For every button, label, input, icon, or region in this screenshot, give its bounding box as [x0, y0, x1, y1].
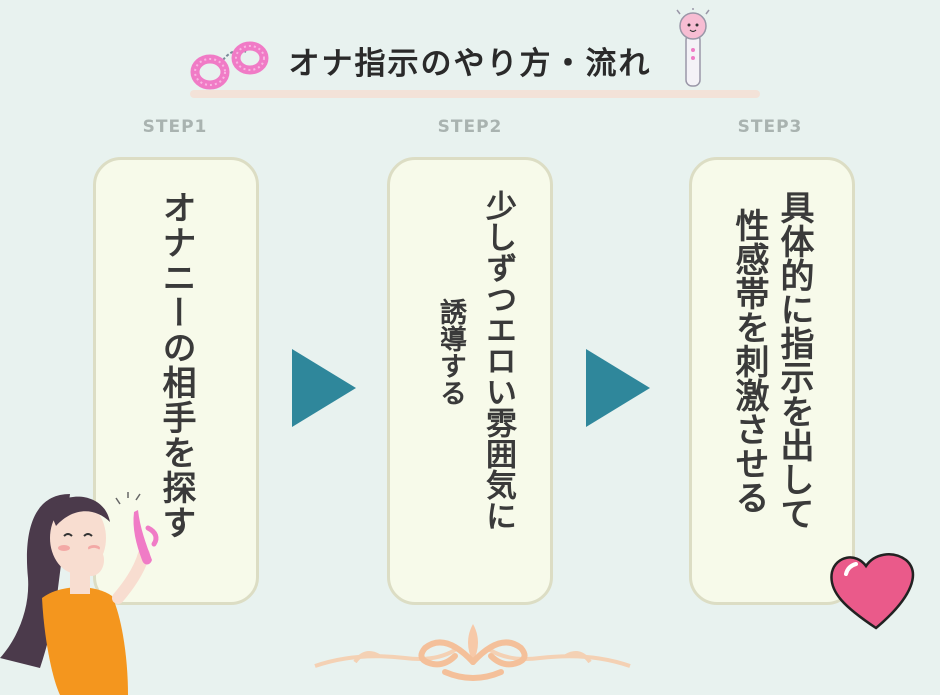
step-3-text-line-2: 性感帯を刺激させる — [729, 208, 769, 514]
vibrator-wand-icon — [676, 8, 710, 87]
arrow-right-icon — [292, 349, 356, 427]
step-2-card: 少しずつエロい雰囲気に 誘導する — [387, 157, 553, 605]
title-underline — [190, 90, 760, 98]
step-3-label: STEP3 — [737, 117, 803, 137]
step-3-text-line-1: 具体的に指示を出して — [774, 190, 814, 530]
step-1-text: オナニーの相手を探す — [156, 190, 196, 540]
handcuffs-icon — [190, 41, 269, 90]
step-3-card: 具体的に指示を出して 性感帯を刺激させる — [689, 157, 855, 605]
step-2-label: STEP2 — [437, 117, 503, 137]
ornament-icon — [314, 624, 631, 681]
page-title: オナ指示のやり方・流れ — [288, 46, 652, 82]
arrow-right-icon — [586, 349, 650, 427]
step-2-text-line-1: 少しずつエロい雰囲気に — [480, 190, 516, 531]
step-2-text-line-2: 誘導する — [435, 298, 466, 406]
woman-illustration — [0, 492, 159, 695]
step-1-label: STEP1 — [142, 117, 208, 137]
heart-icon — [830, 553, 915, 630]
title-area: オナ指示のやり方・流れ — [180, 30, 760, 100]
step-1-card: オナニーの相手を探す — [93, 157, 259, 605]
